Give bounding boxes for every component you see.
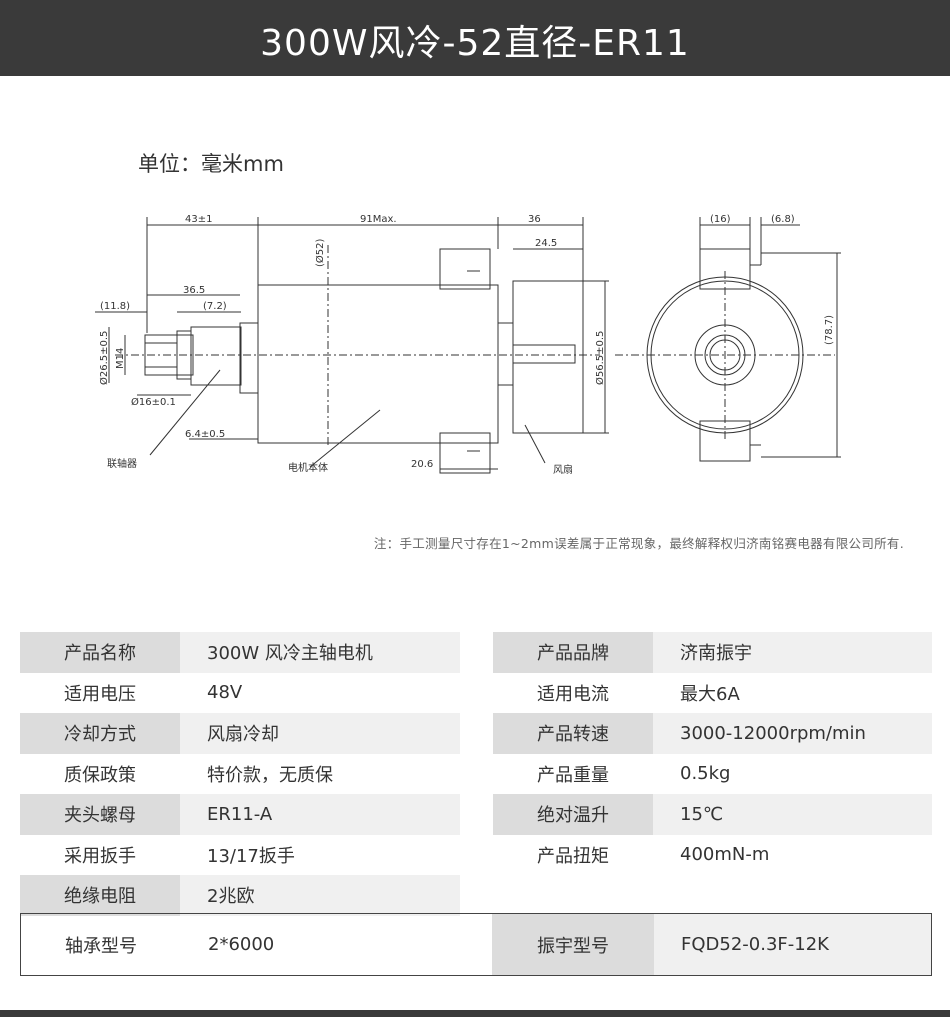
spec-value: 2*6000 [208,934,275,955]
page-title: 300W风冷-52直径-ER11 [260,23,690,64]
spec-value: 48V [207,682,243,704]
dim-78-7-end: (78.7) [824,315,835,345]
spec-label: 产品转速 [493,713,653,754]
label-motor-body: 电机本体 [288,461,328,474]
spec-label: 质保政策 [64,764,136,786]
spec-value: 2兆欧 [180,875,460,916]
dim-16-end: (16) [710,214,731,225]
spec-label: 振宇型号 [492,914,654,975]
table-row: 夹头螺母 ER11-A 绝对温升 15℃ [20,794,932,835]
mount-bracket-top [439,248,491,290]
spec-value: 3000-12000rpm/min [653,713,932,754]
dim-43: 43±1 [185,214,212,225]
dim-56-5: Ø56.5±0.5 [594,331,606,385]
spec-label: 采用扳手 [64,845,136,867]
table-row: 产品名称 300W 风冷主轴电机 产品品牌 济南振宇 [20,632,932,673]
dim-36-5: 36.5 [183,285,205,296]
spec-label: 轴承型号 [65,935,137,957]
spec-label: 产品扭矩 [537,845,609,867]
dim-26-5: Ø26.5±0.5 [98,331,110,385]
spec-value: ER11-A [180,794,460,835]
spec-label: 冷却方式 [20,713,180,754]
table-row: 冷却方式 风扇冷却 产品转速 3000-12000rpm/min [20,713,932,754]
spec-value: 特价款，无质保 [207,764,333,786]
dim-20-6: 20.6 [411,459,433,470]
label-fan: 风扇 [553,463,573,476]
spec-value: 400mN-m [680,844,770,866]
label-coupling: 联轴器 [107,457,137,470]
dim-6-8-end: (6.8) [771,214,795,225]
table-row: 适用电压 48V 适用电流 最大6A [20,673,932,714]
dim-36: 36 [528,214,541,225]
motor-body-outline [257,284,499,444]
dim-24-5: 24.5 [535,238,557,249]
dim-11-8: (11.8) [100,301,130,312]
dim-91: 91Max. [360,214,397,225]
spec-table: 产品名称 300W 风冷主轴电机 产品品牌 济南振宇 适用电压 48V 适用电流… [20,632,932,916]
spec-label: 绝对温升 [493,794,653,835]
spec-label: 适用电压 [64,683,136,705]
dim-7-2: (7.2) [203,301,227,312]
dim-m14: M14 [115,348,126,369]
spec-value: 300W 风冷主轴电机 [180,632,460,673]
page-header: 300W风冷-52直径-ER11 [0,0,950,76]
unit-label: 单位：毫米mm [138,152,284,176]
spec-label: 夹头螺母 [20,794,180,835]
spec-label: 产品名称 [20,632,180,673]
page-footer-bar [0,1010,950,1017]
spec-value: 济南振宇 [653,632,932,673]
dim-16: Ø16±0.1 [131,396,176,408]
mount-bracket-bottom [439,432,491,474]
spec-value: 风扇冷却 [180,713,460,754]
spec-label: 产品重量 [537,764,609,786]
dim-6-4: 6.4±0.5 [185,429,225,440]
spec-value: FQD52-0.3F-12K [654,914,931,975]
spec-value: 最大6A [680,683,740,705]
spec-label: 产品品牌 [493,632,653,673]
measurement-note: 注：手工测量尺寸存在1~2mm误差属于正常现象，最终解释权归济南铭赛电器有限公司… [373,536,904,551]
spec-last-row: 轴承型号 2*6000 振宇型号 FQD52-0.3F-12K [20,913,932,976]
dim-52: (Ø52) [314,239,326,267]
table-row: 质保政策 特价款，无质保 产品重量 0.5kg [20,754,932,795]
spec-value: 15℃ [653,794,932,835]
spec-value: 13/17扳手 [207,845,295,867]
fan-housing-outline [512,280,584,434]
collet-outline [144,334,194,376]
spec-label: 适用电流 [537,683,609,705]
spec-value: 0.5kg [680,763,731,785]
table-row: 采用扳手 13/17扳手 产品扭矩 400mN-m [20,835,932,876]
motor-technical-drawing: 43±1 91Max. 36 24.5 (Ø52) 36.5 (11.8) (7… [95,214,841,476]
spec-label: 绝缘电阻 [20,875,180,916]
table-row: 绝缘电阻 2兆欧 [20,875,932,916]
